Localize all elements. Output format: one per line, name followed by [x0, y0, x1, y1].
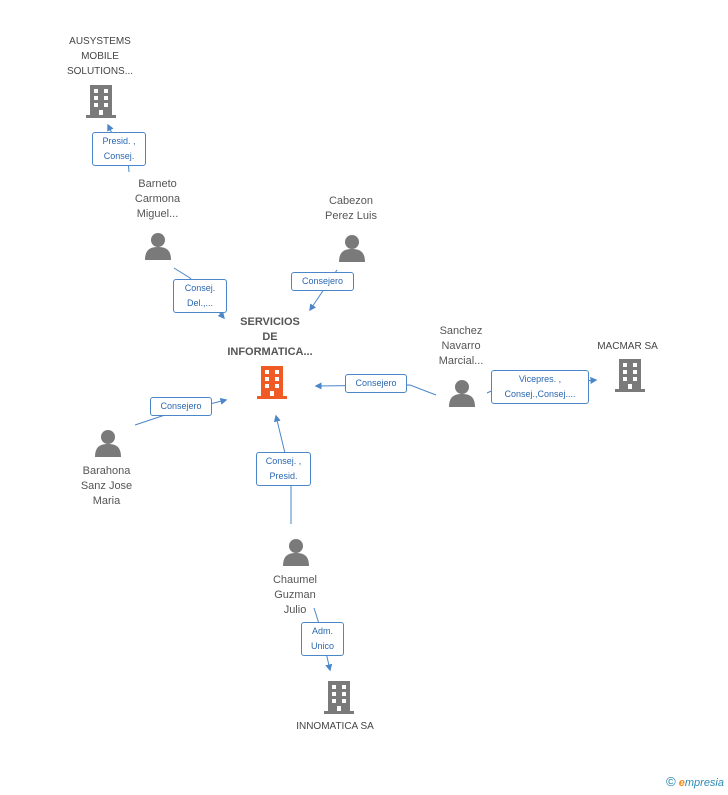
center-building-icon [257, 366, 287, 399]
node-barneto-label[interactable]: Barneto Carmona Miguel... [134, 178, 181, 220]
edge-label-cabezon-center[interactable]: Consejero [291, 272, 354, 291]
node-center-label[interactable]: SERVICIOS DE INFORMATICA... [227, 316, 313, 358]
building-icon [615, 359, 645, 392]
edge-label-barneto-center[interactable]: Consej. Del.,... [173, 279, 227, 313]
brand-name: mpresia [684, 777, 724, 789]
person-icon [145, 233, 171, 260]
edge-label-sanchez-macmar[interactable]: Vicepres. , Consej.,Consej.... [491, 370, 589, 404]
edge-label-sanchez-center[interactable]: Consejero [345, 374, 407, 393]
person-icon [449, 380, 475, 407]
node-ausystems-label[interactable]: AUSYSTEMS MOBILE SOLUTIONS... [66, 36, 134, 77]
edge-label-barahona-center[interactable]: Consejero [150, 397, 212, 416]
node-macmar-label[interactable]: MACMAR SA [597, 341, 658, 352]
node-sanchez-label[interactable]: Sanchez Navarro Marcial... [438, 325, 484, 367]
edge-label-barneto-ausystems[interactable]: Presid. , Consej. [92, 132, 146, 166]
person-icon [339, 235, 365, 262]
building-icon [324, 681, 354, 714]
node-chaumel-label[interactable]: Chaumel Guzman Julio [272, 574, 318, 616]
node-innomatica-label[interactable]: INNOMATICA SA [296, 721, 374, 732]
edge-label-chaumel-center[interactable]: Consej. , Presid. [256, 452, 311, 486]
copyright-symbol: © [666, 774, 676, 789]
edge-label-chaumel-innomatica[interactable]: Adm. Unico [301, 622, 344, 656]
node-barahona-label[interactable]: Barahona Sanz Jose Maria [80, 465, 133, 507]
building-icon [86, 85, 116, 118]
node-cabezon-label[interactable]: Cabezon Perez Luis [325, 195, 377, 222]
brand-initial: e [678, 777, 685, 789]
person-icon [95, 430, 121, 457]
person-icon [283, 539, 309, 566]
empresia-logo[interactable]: © empresia [666, 774, 724, 789]
